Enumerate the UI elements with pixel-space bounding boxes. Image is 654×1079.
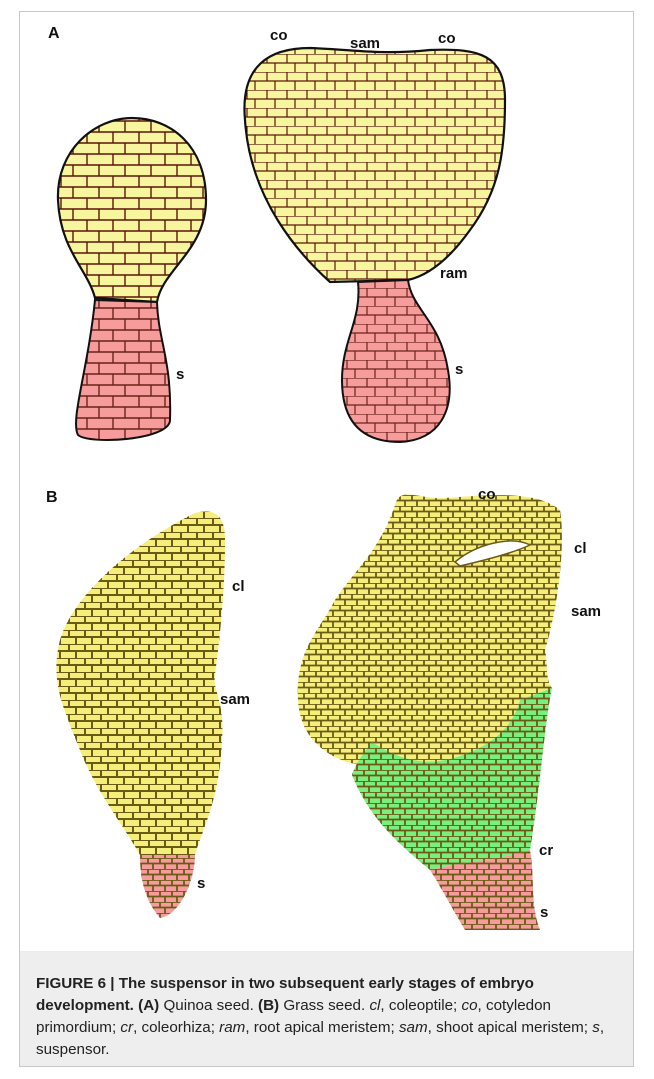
label-b-cl-left: cl <box>232 578 245 595</box>
label-a-sam: sam <box>350 35 380 52</box>
quinoa-embryo-early <box>58 118 206 440</box>
label-b-s-left: s <box>197 875 205 892</box>
caption-abbr-term: cl <box>369 997 380 1014</box>
grass-embryo-early <box>56 511 225 918</box>
label-a-s-left: s <box>176 366 184 383</box>
caption-abbr-term: s <box>592 1019 600 1036</box>
caption-abbr-term: co <box>461 997 477 1014</box>
caption-b-text: Grass seed. <box>279 997 369 1014</box>
label-b-cr: cr <box>539 842 553 859</box>
caption-a-marker: (A) <box>138 997 159 1014</box>
caption-abbr-term: sam <box>399 1019 428 1036</box>
label-b-sam-left: sam <box>220 691 250 708</box>
panel-label-a: A <box>48 25 60 42</box>
quinoa-embryo-later <box>244 48 505 442</box>
label-a-co-right: co <box>438 30 456 47</box>
caption-abbr-def: , coleoptile; <box>380 997 461 1014</box>
panel-label-b: B <box>46 489 58 506</box>
figure-caption: FIGURE 6 | The suspensor in two subseque… <box>36 973 626 1061</box>
label-a-s-right: s <box>455 361 463 378</box>
label-b-sam-right: sam <box>571 603 601 620</box>
grass-embryo-later <box>298 494 562 930</box>
label-b-cl-right: cl <box>574 540 587 557</box>
caption-abbr-def: , coleorhiza; <box>133 1019 219 1036</box>
label-b-s-right: s <box>540 904 548 921</box>
label-b-co: co <box>478 486 496 503</box>
caption-abbr-term: cr <box>120 1019 133 1036</box>
caption-a-text: Quinoa seed. <box>159 997 258 1014</box>
caption-b-marker: (B) <box>258 997 279 1014</box>
caption-abbr-def: , shoot apical meristem; <box>428 1019 593 1036</box>
label-a-ram: ram <box>440 265 468 282</box>
label-a-co-left: co <box>270 27 288 44</box>
caption-abbr-term: ram <box>219 1019 245 1036</box>
caption-abbr-def: , root apical meristem; <box>245 1019 399 1036</box>
